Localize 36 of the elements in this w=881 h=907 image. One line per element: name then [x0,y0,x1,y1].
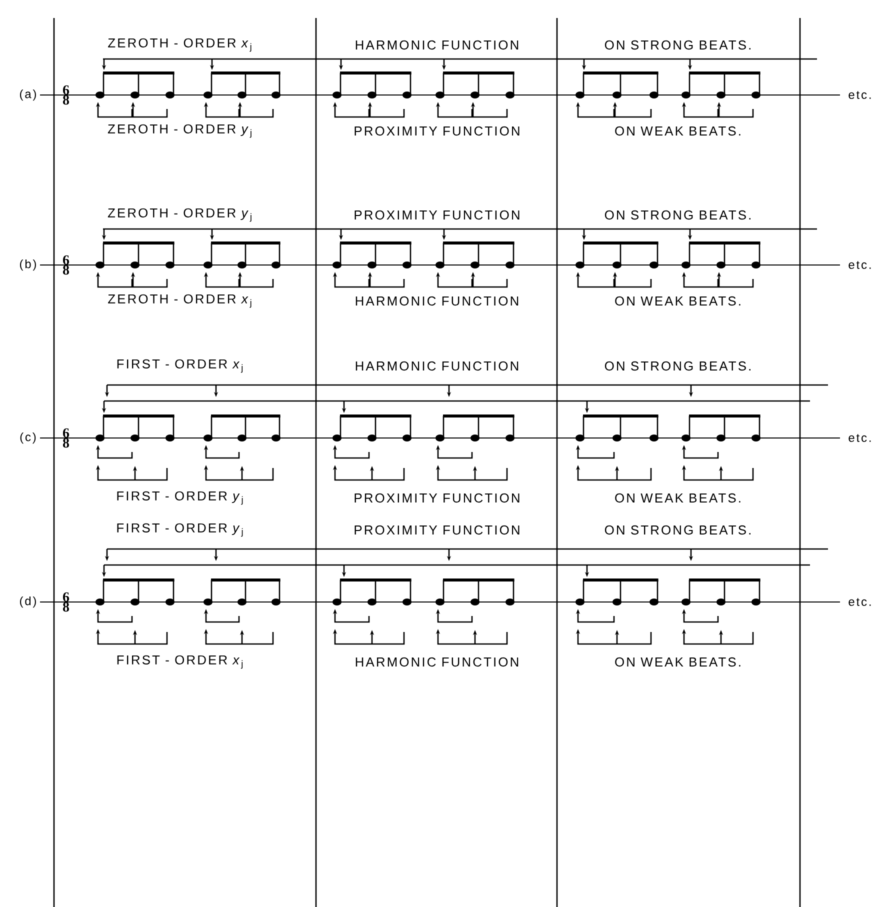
annotation-text: PROXIMITY FUNCTION [354,126,520,136]
annotation-text: ZEROTH - ORDER x$_{j}$ [108,38,252,52]
row-label: (a) [20,89,36,101]
time-signature: 6 8 [62,428,70,448]
continuation-text: etc. [847,433,873,443]
time-signature: 6 8 [62,85,70,105]
time-signature: 6 8 [62,592,70,612]
continuation-text: etc. [847,597,873,607]
row-label: (b) [20,259,36,271]
annotation-text: ON WEAK BEATS. [615,493,740,503]
annotation-text: FIRST - ORDER x$_{j}$ [117,655,243,669]
continuation-text: etc. [847,90,873,100]
annotation-text: ON WEAK BEATS. [615,657,740,667]
annotation-text: FIRST - ORDER x$_{j}$ [117,359,243,373]
row-label: (c) [20,432,36,444]
time-signature: 6 8 [62,255,70,275]
row-label: (d) [20,596,36,608]
annotation-text: PROXIMITY FUNCTION [354,525,520,535]
annotation-text: FIRST - ORDER y$_{j}$ [117,491,243,505]
annotation-text: HARMONIC FUNCTION [356,40,518,50]
annotation-text: ON STRONG BEATS. [604,40,750,50]
continuation-text: etc. [847,260,873,270]
annotation-text: ON WEAK BEATS. [615,296,740,306]
annotation-text: ZEROTH - ORDER y$_{j}$ [108,124,252,138]
annotation-text: PROXIMITY FUNCTION [354,493,520,503]
annotation-text: ON WEAK BEATS. [615,126,740,136]
annotation-text: HARMONIC FUNCTION [356,361,518,371]
annotation-text: FIRST - ORDER y$_{j}$ [117,523,243,537]
annotation-text: HARMONIC FUNCTION [356,296,518,306]
annotation-text: ON STRONG BEATS. [604,210,750,220]
annotation-text: HARMONIC FUNCTION [356,657,518,667]
annotation-text: ON STRONG BEATS. [604,361,750,371]
annotation-text: ZEROTH - ORDER y$_{j}$ [108,208,252,222]
annotation-text: PROXIMITY FUNCTION [354,210,520,220]
annotation-text: ON STRONG BEATS. [604,525,750,535]
annotation-text: ZEROTH - ORDER x$_{j}$ [108,294,252,308]
